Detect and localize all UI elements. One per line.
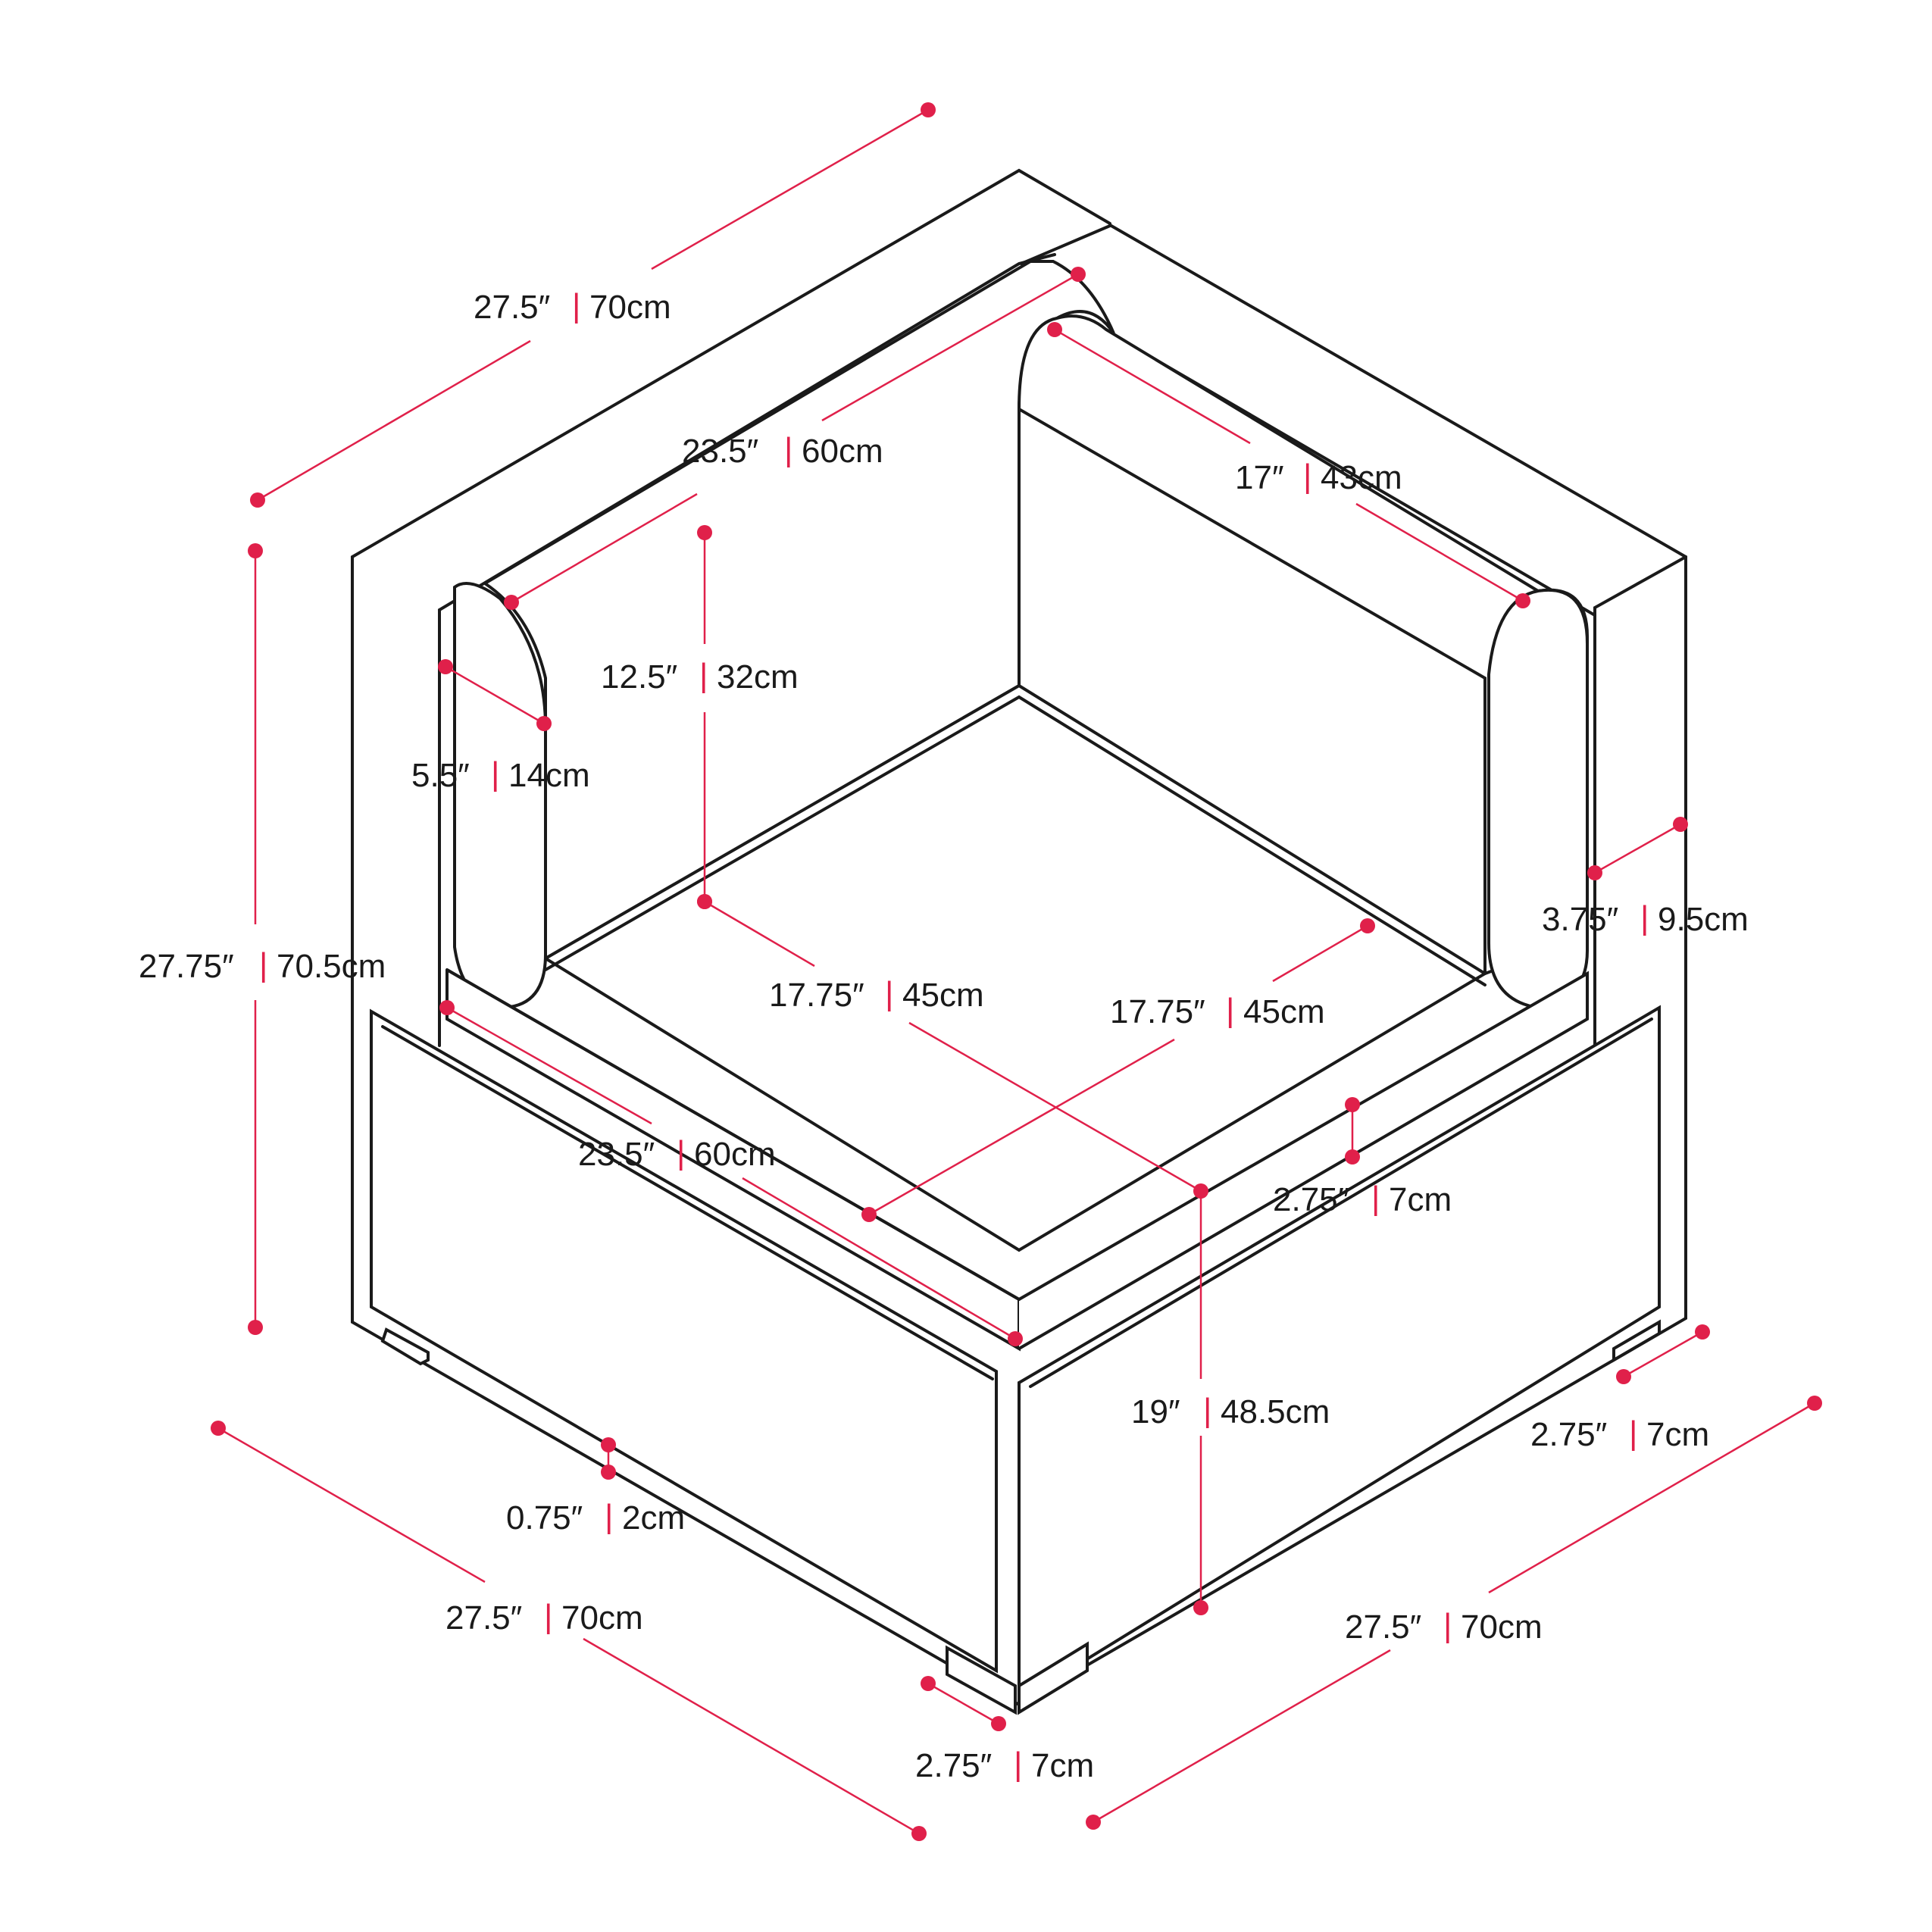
base-bottom-left (351, 1302, 1021, 1706)
left-arm-cushion (453, 582, 547, 1010)
label-seat-depth-left: 17.75″ | 45cm (769, 975, 984, 1014)
leg-front (946, 1645, 1017, 1715)
svg-text:|: | (1014, 1746, 1022, 1783)
svg-text:|: | (784, 431, 792, 468)
seat-cushion-right-face (1018, 971, 1589, 1350)
svg-text:2.75″: 2.75″ (1530, 1416, 1607, 1453)
svg-text:70cm: 70cm (1461, 1608, 1543, 1646)
svg-text:|: | (1371, 1180, 1380, 1217)
chair-outline (351, 168, 1687, 1715)
svg-text:|: | (885, 975, 893, 1012)
svg-text:7cm: 7cm (1646, 1416, 1709, 1453)
svg-text:|: | (677, 1134, 685, 1171)
base-left-inner (381, 1025, 994, 1380)
svg-text:|: | (699, 657, 708, 694)
svg-text:27.5″: 27.5″ (1345, 1608, 1421, 1646)
svg-text:|: | (1629, 1415, 1637, 1452)
right-arm-cushion (1487, 588, 1589, 1010)
label-back-cushion-width: 23.5″ | 60cm (682, 431, 883, 470)
seat-cushion-front-edge (445, 968, 1021, 1301)
svg-text:32cm: 32cm (717, 658, 799, 696)
svg-text:19″: 19″ (1131, 1393, 1180, 1430)
svg-text:|: | (544, 1598, 552, 1635)
dimension-labels: 27.5″ | 70cm 23.5″ | 60cm 17″ | 43cm 12.… (139, 287, 1749, 1784)
seat-cushion-top-inner (544, 695, 1487, 986)
svg-text:|: | (259, 946, 267, 983)
svg-text:|: | (1640, 899, 1649, 936)
svg-text:|: | (1203, 1392, 1211, 1429)
label-arm-thickness: 5.5″ | 14cm (411, 755, 590, 794)
svg-text:|: | (1303, 458, 1311, 495)
svg-text:60cm: 60cm (802, 433, 883, 470)
svg-text:2cm: 2cm (622, 1499, 685, 1537)
svg-text:70cm: 70cm (589, 289, 671, 326)
back-frame-top-edge (351, 168, 1111, 558)
label-overall-height: 27.75″ | 70.5cm (139, 946, 386, 985)
svg-text:0.75″: 0.75″ (506, 1499, 583, 1537)
svg-text:5.5″: 5.5″ (411, 757, 470, 794)
svg-text:60cm: 60cm (694, 1136, 776, 1173)
svg-text:17.75″: 17.75″ (1110, 993, 1205, 1030)
label-seat-height: 19″ | 48.5cm (1131, 1392, 1330, 1430)
label-leg-depth-right: 2.75″ | 7cm (1530, 1415, 1709, 1453)
leg-front-right (1018, 1641, 1089, 1715)
svg-text:17.75″: 17.75″ (769, 977, 864, 1014)
svg-text:7cm: 7cm (1389, 1181, 1452, 1218)
svg-text:45cm: 45cm (902, 977, 984, 1014)
leg-left (380, 1327, 430, 1366)
svg-text:17″: 17″ (1235, 459, 1284, 496)
svg-text:70cm: 70cm (561, 1599, 643, 1637)
svg-text:3.75″: 3.75″ (1542, 901, 1618, 938)
svg-text:48.5cm: 48.5cm (1221, 1393, 1330, 1430)
label-top-back-depth: 27.5″ | 70cm (474, 287, 671, 326)
label-leg-depth-front: 2.75″ | 7cm (915, 1746, 1094, 1784)
svg-text:|: | (605, 1498, 613, 1535)
label-leg-height: 0.75″ | 2cm (506, 1498, 685, 1537)
svg-text:14cm: 14cm (508, 757, 590, 794)
label-seat-cushion-thickness: 2.75″ | 7cm (1273, 1180, 1452, 1218)
svg-text:|: | (1443, 1607, 1452, 1644)
svg-text:27.5″: 27.5″ (445, 1599, 522, 1637)
label-seat-cushion-width: 23.5″ | 60cm (578, 1134, 776, 1173)
dimension-lines (211, 102, 1822, 1841)
label-side-cushion-width: 17″ | 43cm (1235, 458, 1402, 496)
svg-text:23.5″: 23.5″ (578, 1136, 655, 1173)
label-back-height: 12.5″ | 32cm (601, 657, 799, 696)
back-frame-top-edge-right (1108, 224, 1687, 558)
svg-text:|: | (491, 755, 499, 792)
label-base-width-right: 27.5″ | 70cm (1345, 1607, 1543, 1646)
svg-text:43cm: 43cm (1321, 459, 1402, 496)
svg-text:2.75″: 2.75″ (915, 1747, 992, 1784)
label-side-frame-thickness: 3.75″ | 9.5cm (1542, 899, 1749, 938)
leg-right (1612, 1319, 1661, 1363)
svg-text:27.5″: 27.5″ (474, 289, 550, 326)
svg-text:23.5″: 23.5″ (682, 433, 758, 470)
svg-text:2.75″: 2.75″ (1273, 1181, 1349, 1218)
base-bottom-right (1018, 1302, 1687, 1706)
svg-text:7cm: 7cm (1031, 1747, 1094, 1784)
seat-cushion-top (544, 683, 1488, 1252)
svg-text:|: | (572, 287, 580, 324)
svg-text:|: | (1226, 992, 1234, 1029)
svg-text:12.5″: 12.5″ (601, 658, 677, 696)
back-frame-corner-seam (1020, 224, 1111, 265)
svg-text:27.75″: 27.75″ (139, 948, 234, 985)
label-seat-depth-right: 17.75″ | 45cm (1110, 992, 1325, 1030)
svg-text:70.5cm: 70.5cm (277, 948, 386, 985)
svg-text:9.5cm: 9.5cm (1658, 901, 1749, 938)
label-base-width-left: 27.5″ | 70cm (445, 1598, 643, 1637)
svg-text:45cm: 45cm (1243, 993, 1325, 1030)
base-right-inner (1029, 1018, 1653, 1388)
right-frame-top-return (1593, 555, 1687, 1047)
